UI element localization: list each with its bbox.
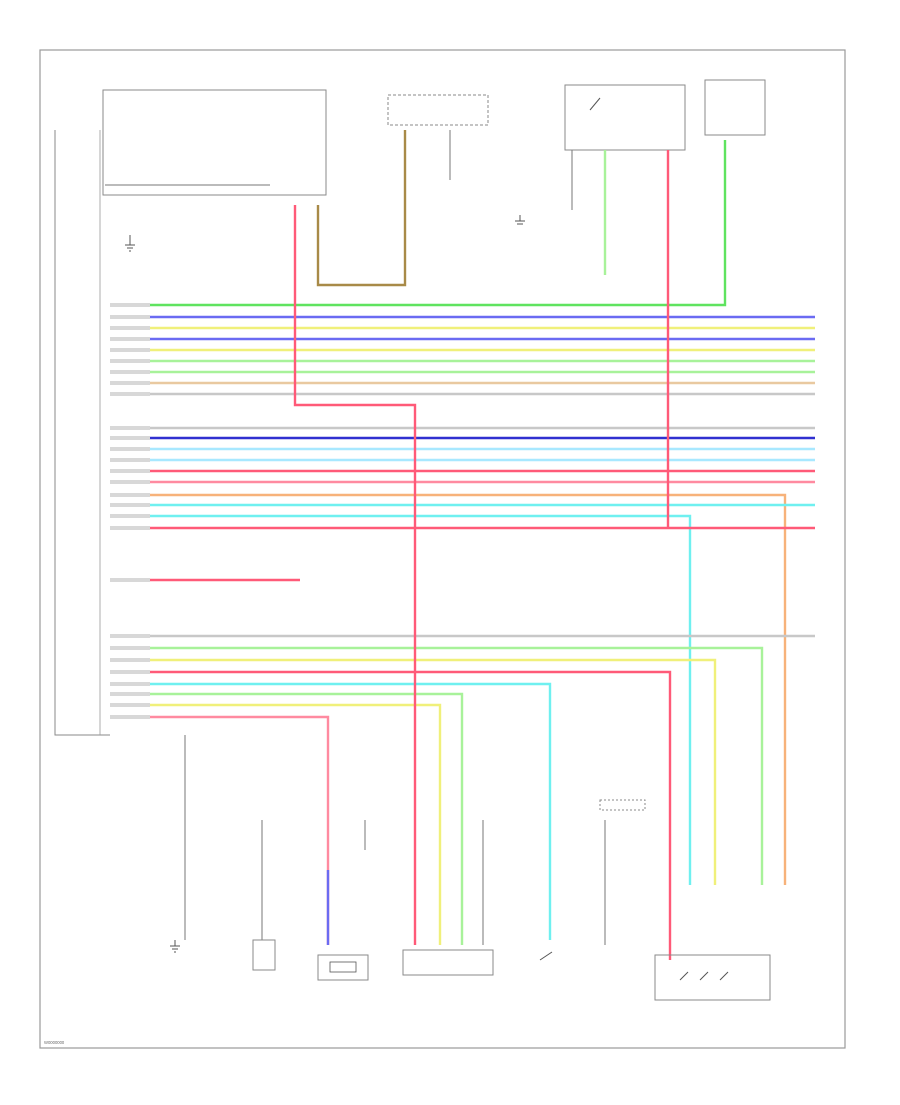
lower-component-2	[317, 954, 369, 981]
module-pin	[110, 514, 150, 518]
wire-green-top	[150, 140, 727, 307]
control-module-box	[564, 84, 686, 151]
wire-red-vert	[293, 205, 417, 945]
wire-yellow-3	[110, 658, 717, 885]
wire-brown-vert	[316, 130, 407, 287]
module-pin	[110, 493, 150, 497]
ground-symbols	[125, 215, 525, 953]
module-pin	[110, 646, 150, 650]
module-pin	[110, 703, 150, 707]
module-pin	[110, 426, 150, 430]
module-pin	[110, 337, 150, 341]
module-pin	[110, 480, 150, 484]
wire-red-4	[110, 670, 672, 960]
module-pin	[110, 381, 150, 385]
module-pin	[110, 578, 150, 582]
module-pin	[110, 315, 150, 319]
module-pin	[110, 348, 150, 352]
module-pin	[110, 303, 150, 307]
wire-lgreen-3	[110, 646, 764, 885]
lower-component-5	[599, 799, 646, 811]
module-pin	[110, 670, 150, 674]
relay-box	[387, 94, 489, 126]
module-pin	[110, 359, 150, 363]
module-pin	[110, 634, 150, 638]
module-pin	[110, 326, 150, 330]
module-pin	[110, 458, 150, 462]
lower-component-1	[252, 939, 276, 971]
wire-orange-1	[150, 493, 787, 885]
module-pin	[110, 658, 150, 662]
module-pin	[110, 469, 150, 473]
module-pin	[110, 692, 150, 696]
lower-component-2-inner	[329, 961, 357, 973]
wire-cyan-2	[150, 514, 692, 885]
wire-cyan-3	[110, 682, 552, 940]
module-pin	[110, 447, 150, 451]
fuse-block-box	[102, 89, 327, 196]
module-pin	[110, 682, 150, 686]
wire-pink-2	[110, 715, 330, 945]
module-pin	[110, 392, 150, 396]
module-pin	[110, 715, 150, 719]
sensor-box	[704, 79, 766, 136]
switch-symbols	[539, 97, 729, 981]
wire-green-2	[110, 692, 464, 945]
lower-component-3	[402, 949, 494, 976]
module-pin	[110, 503, 150, 507]
wires-group	[105, 130, 815, 960]
wire-yellow-4	[110, 703, 442, 945]
lower-component-4	[654, 954, 771, 1001]
module-pin	[110, 526, 150, 530]
footer-code: W0000000	[44, 1040, 65, 1045]
module-outline	[54, 130, 110, 736]
module-pin	[110, 370, 150, 374]
module-pin	[110, 436, 150, 440]
pins-group	[110, 303, 150, 719]
diagram-frame	[39, 49, 846, 1049]
